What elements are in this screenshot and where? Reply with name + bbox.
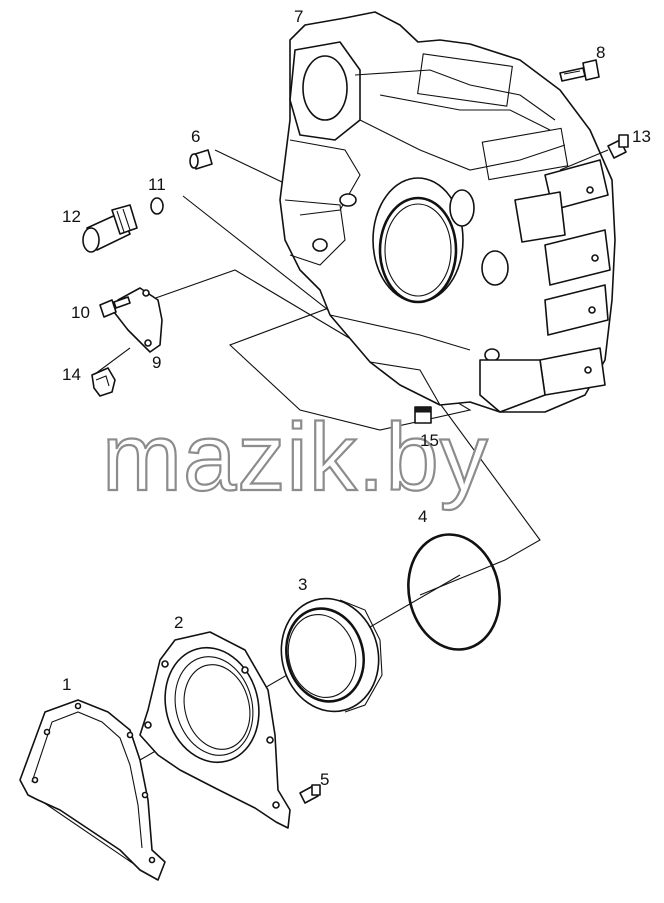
callout-12: 12 bbox=[62, 207, 81, 226]
callout-8: 8 bbox=[596, 43, 605, 62]
watermark: mazik.by bbox=[101, 403, 489, 512]
callout-6: 6 bbox=[191, 127, 200, 146]
callout-10: 10 bbox=[71, 303, 90, 322]
clip-14 bbox=[91, 347, 131, 397]
cover-plate-9 bbox=[113, 287, 163, 353]
fitting-13 bbox=[559, 134, 629, 171]
callout-labels: 1 2 3 4 5 6 7 8 9 10 11 12 13 14 15 bbox=[62, 7, 651, 789]
callout-13: 13 bbox=[632, 127, 651, 146]
watermark-text: mazik.by bbox=[102, 404, 489, 511]
plug-6 bbox=[189, 149, 213, 170]
flywheel-housing bbox=[279, 11, 616, 424]
callout-7: 7 bbox=[294, 7, 303, 26]
callout-4: 4 bbox=[418, 507, 427, 526]
callout-9: 9 bbox=[152, 353, 161, 372]
callout-15: 15 bbox=[420, 431, 439, 450]
sleeve-12 bbox=[82, 204, 138, 253]
seal-housing-2 bbox=[139, 631, 291, 829]
callout-3: 3 bbox=[298, 575, 307, 594]
oil-seal-3 bbox=[280, 597, 383, 713]
bolt-10 bbox=[99, 296, 131, 318]
o-ring-11 bbox=[150, 197, 164, 215]
o-ring-4 bbox=[407, 533, 501, 651]
callout-1: 1 bbox=[62, 675, 71, 694]
callout-11: 11 bbox=[148, 175, 166, 194]
bolt-8 bbox=[559, 59, 600, 82]
callout-14: 14 bbox=[62, 365, 81, 384]
callout-2: 2 bbox=[174, 613, 183, 632]
gasket-1 bbox=[19, 699, 166, 881]
bolt-5 bbox=[299, 784, 321, 804]
callout-5: 5 bbox=[320, 770, 329, 789]
